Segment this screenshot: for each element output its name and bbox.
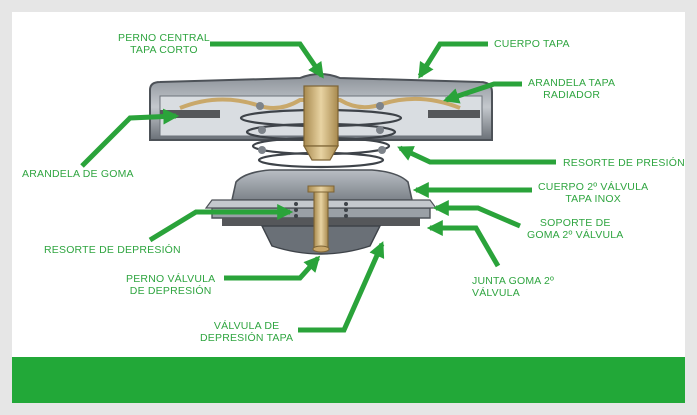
- label-cuerpo-tapa: CUERPO TAPA: [494, 38, 570, 50]
- label-resorte-presion: RESORTE DE PRESIÓN: [563, 157, 685, 169]
- depression-valve-pin-end: [312, 245, 330, 253]
- central-pin-tip: [302, 145, 340, 161]
- depression-valve-pin: [313, 187, 329, 249]
- cap-illustration: [149, 73, 493, 255]
- depression-valve-pin-head: [307, 185, 335, 193]
- footer-bar: [12, 357, 685, 403]
- arrow-arandela-goma: [80, 108, 180, 168]
- depression-spring: [294, 202, 348, 218]
- arrow-perno-valvula: [224, 255, 321, 281]
- label-resorte-depresion: RESORTE DE DEPRESIÓN: [44, 244, 181, 256]
- rubber-washer-right: [428, 110, 480, 118]
- arrow-resorte-presion: [397, 145, 556, 165]
- arrow-cuerpo-tapa: [417, 41, 488, 79]
- arrow-perno-central: [210, 41, 325, 79]
- central-pin: [303, 85, 339, 147]
- arrow-resorte-depresion: [148, 203, 294, 243]
- label-arandela-goma: ARANDELA DE GOMA: [22, 168, 134, 180]
- arrow-valvula-depresion: [298, 241, 385, 333]
- spring-sections: [256, 102, 386, 154]
- rubber-washer-left: [160, 110, 220, 118]
- arrow-arandela-tapa: [442, 81, 522, 104]
- arrow-soporte-goma: [432, 199, 521, 229]
- arrows: [80, 41, 556, 333]
- arrow-junta-goma: [426, 219, 501, 268]
- valve-body: [231, 169, 413, 201]
